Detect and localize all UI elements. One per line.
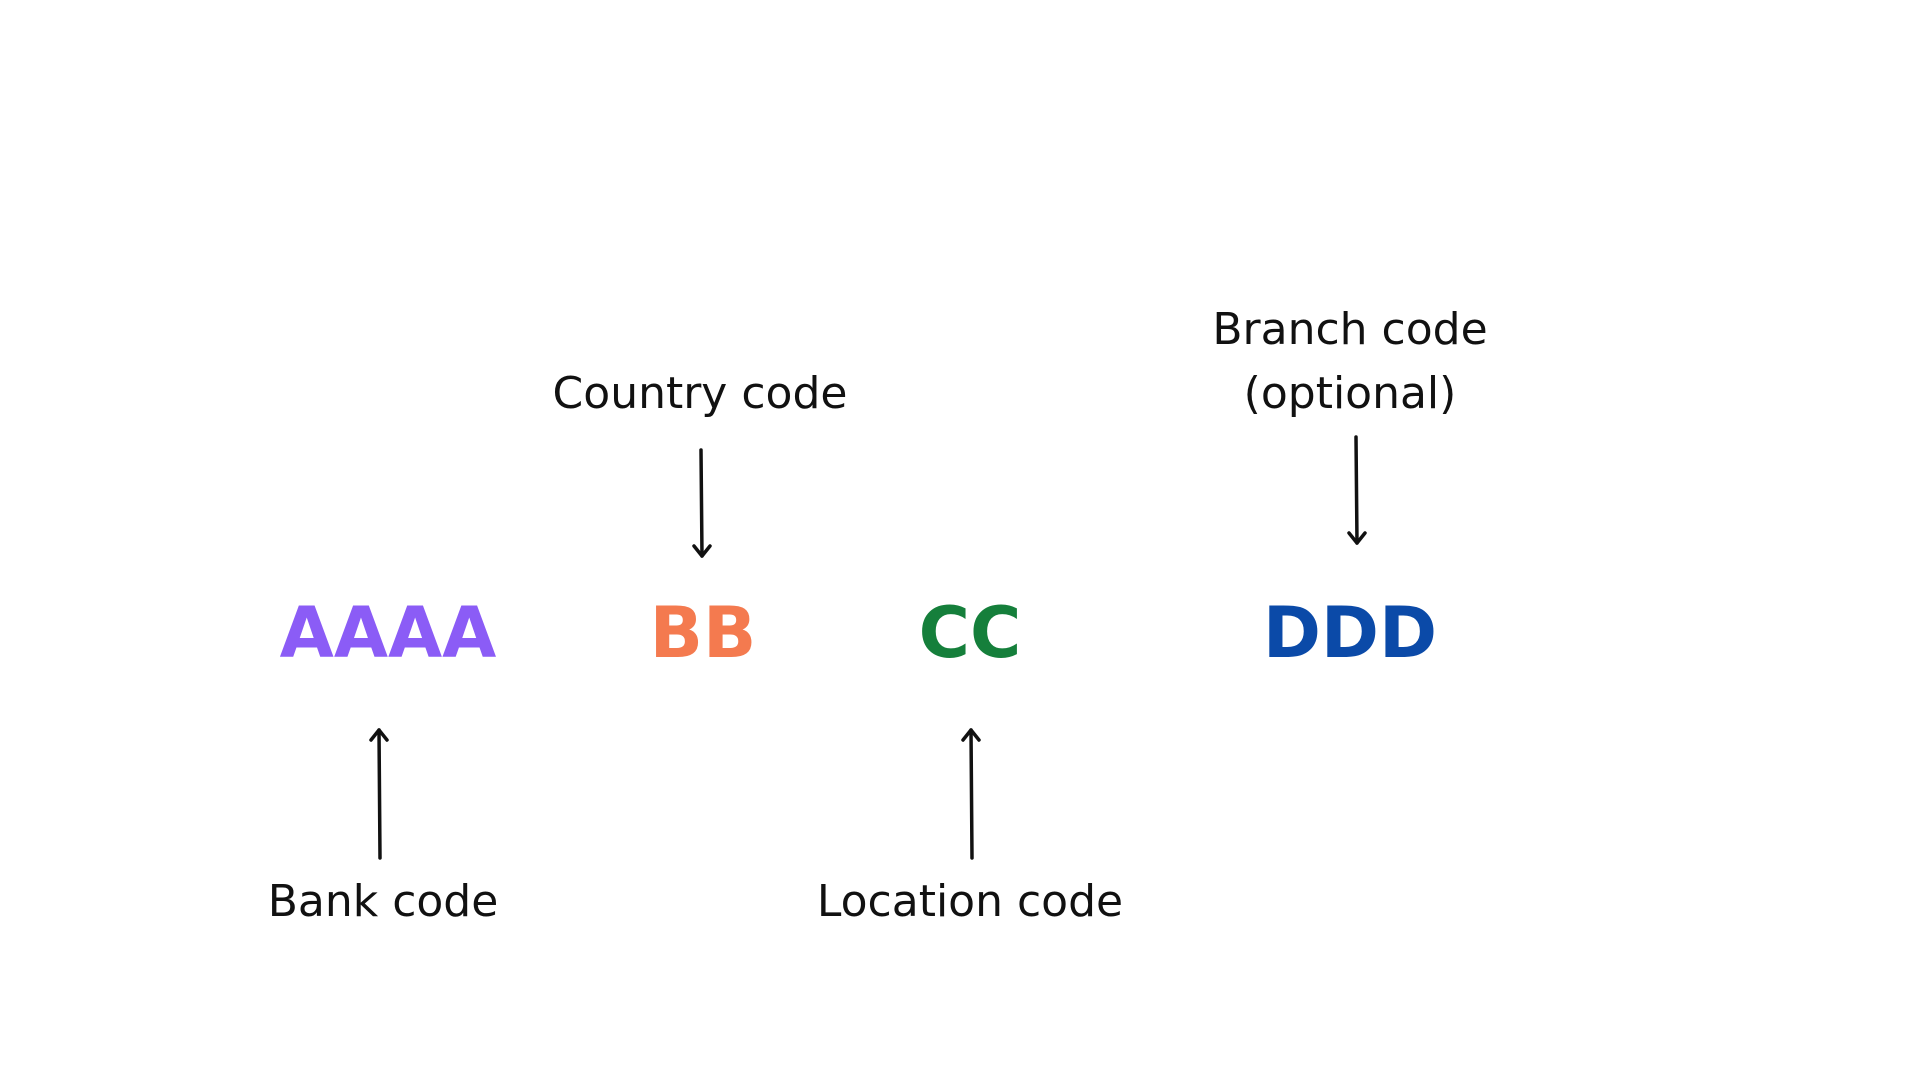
arrow-up-icon xyxy=(961,728,981,860)
country-code-label: Country code xyxy=(552,368,848,419)
arrow-down-icon xyxy=(1347,435,1367,545)
branch-code-label-line2: (optional) xyxy=(1243,368,1457,419)
arrow-up-icon xyxy=(369,728,389,860)
country-code-segment: BB xyxy=(649,592,757,674)
bank-code-segment: AAAA xyxy=(279,592,497,674)
arrow-down-icon xyxy=(692,448,712,558)
location-code-segment: CC xyxy=(918,592,1022,674)
branch-code-label-line1: Branch code xyxy=(1212,304,1488,355)
bank-code-label: Bank code xyxy=(267,876,499,927)
location-code-label: Location code xyxy=(816,876,1124,927)
branch-code-segment: DDD xyxy=(1262,592,1438,674)
branch-code-label: Branch code (optional) xyxy=(1140,298,1560,426)
